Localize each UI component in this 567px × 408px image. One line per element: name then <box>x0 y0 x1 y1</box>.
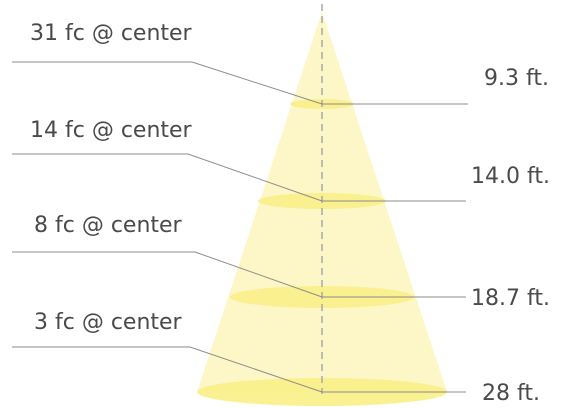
illuminance-label-3: 8 fc @ center <box>34 213 183 238</box>
distance-label-3: 18.7 ft. <box>471 286 550 311</box>
illuminance-label-2: 14 fc @ center <box>30 118 193 143</box>
distance-label-1: 9.3 ft. <box>484 66 549 91</box>
illuminance-label-4: 3 fc @ center <box>34 310 183 335</box>
leader-line-left-1 <box>12 61 323 105</box>
illuminance-label-1: 31 fc @ center <box>30 21 193 46</box>
leader-line-left-4 <box>12 346 323 393</box>
leader-line-left-3 <box>12 251 323 298</box>
leader-line-left-2 <box>12 153 323 202</box>
distance-label-2: 14.0 ft. <box>471 164 550 189</box>
distance-label-4: 28 ft. <box>482 381 540 406</box>
